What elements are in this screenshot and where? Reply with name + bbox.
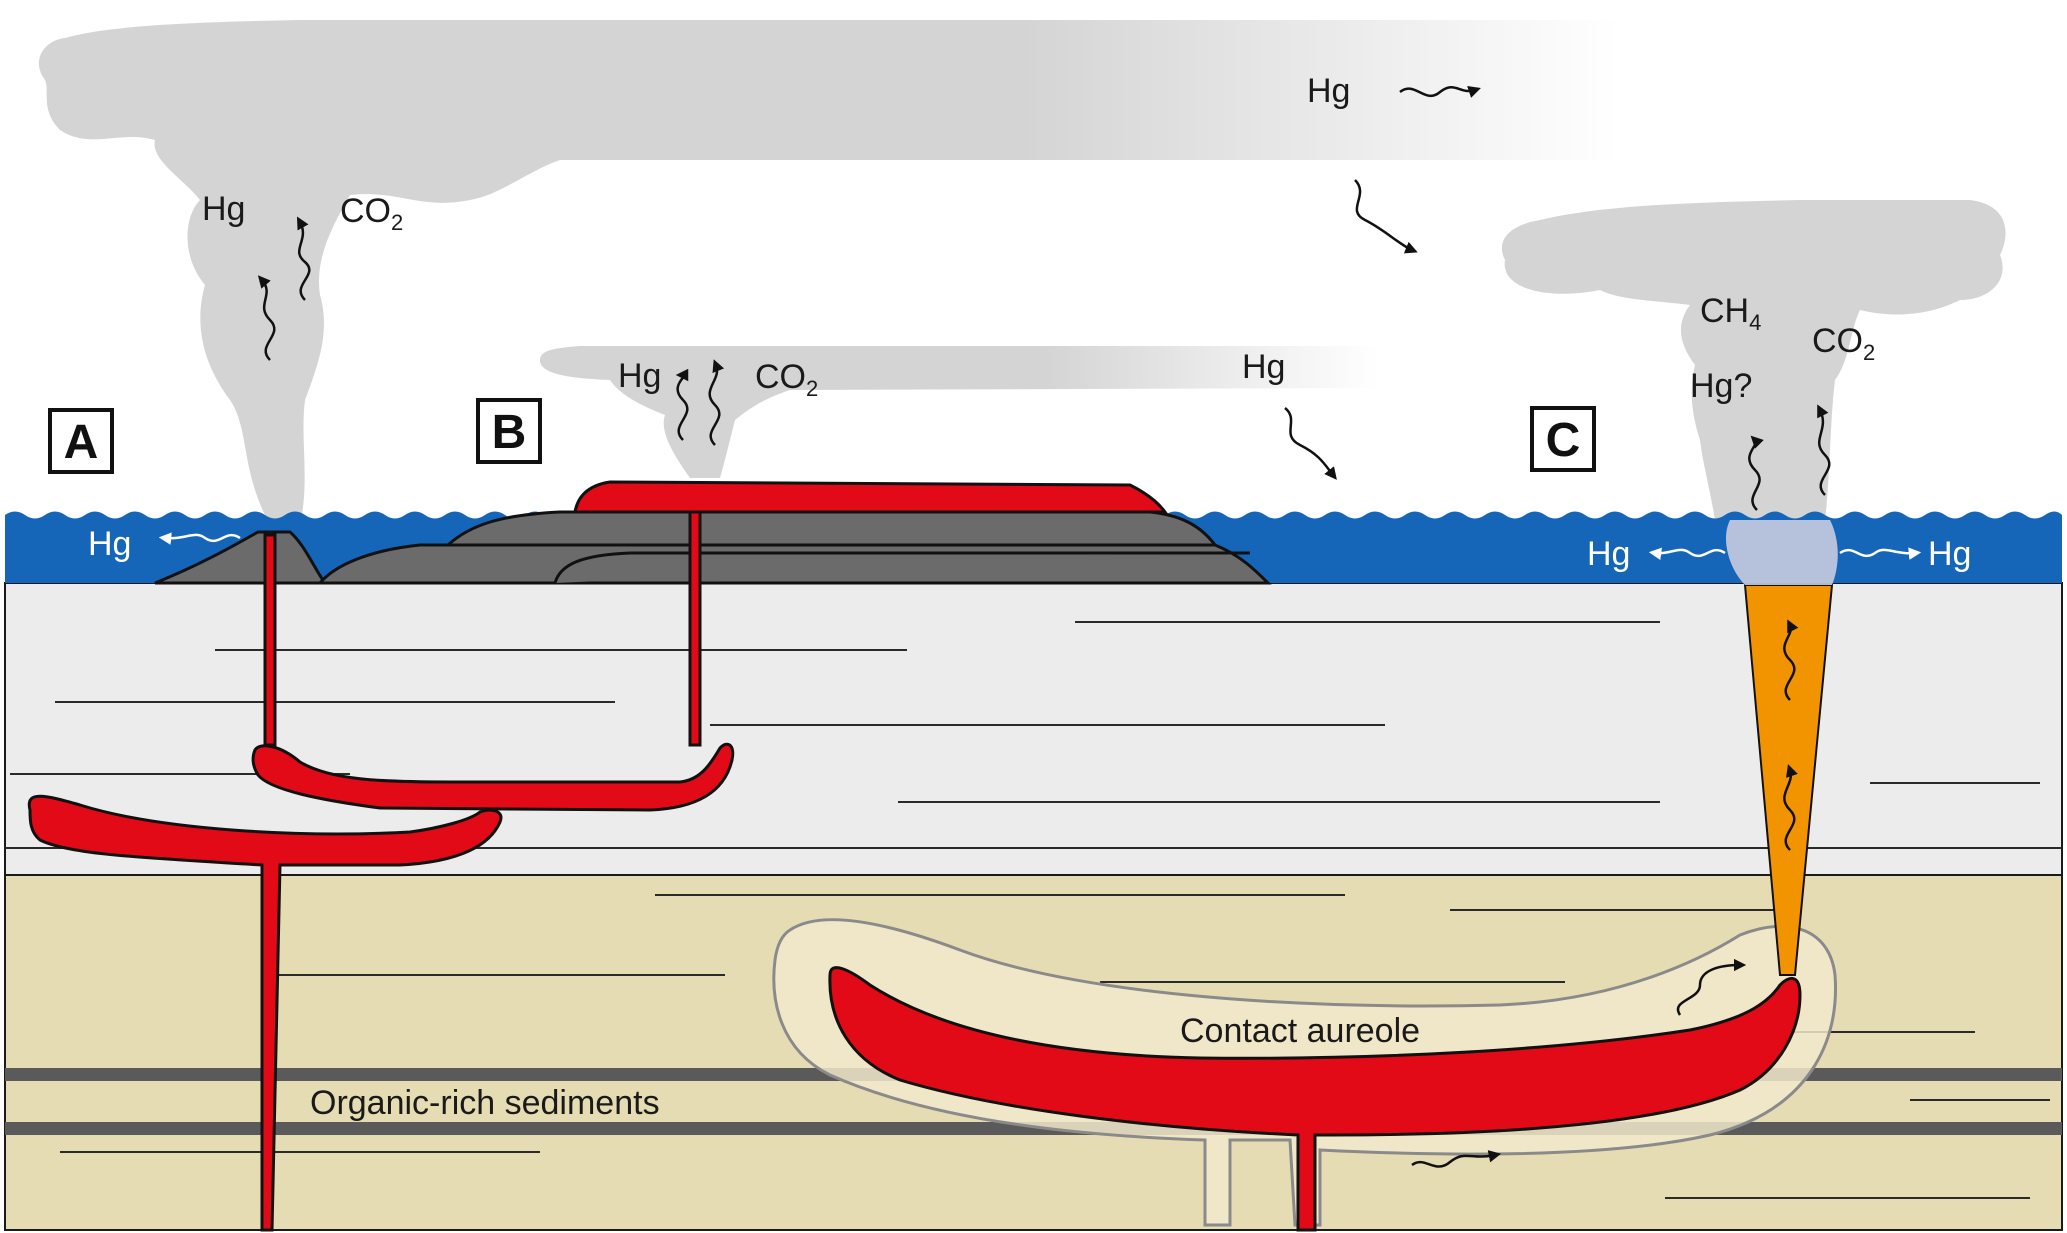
b-drift-hg-label: Hg [1242,348,1285,386]
a-co2-label: CO2 [340,192,403,235]
b-co2-label: CO2 [755,358,818,401]
panel-a-box: A [48,408,114,474]
b-hg-label: Hg [618,357,661,395]
water-emission-arrows [158,532,1922,561]
c-hg-question-label: Hg? [1690,367,1752,405]
plume-a [38,20,1620,525]
organic-rich-label: Organic-rich sediments [310,1084,660,1122]
water-hg-labels: Hg Hg Hg [88,525,1971,573]
water-hg-c-right: Hg [1928,535,1971,573]
panel-label-b: B [492,406,527,459]
panel-b-box: B [476,398,542,464]
vent-steam [1725,520,1838,585]
panel-label-a: A [64,416,99,469]
water-hg-a: Hg [88,525,131,563]
top-hg-label: Hg [1307,72,1350,110]
c-co2-label: CO2 [1812,322,1875,365]
a-hg-label: Hg [202,190,245,228]
volcano-a [154,530,329,585]
gas-labels: Hg CO2 Hg CO2 Hg Hg CH4 CO2 Hg? [202,72,1875,405]
basalt-flows [316,510,1272,585]
magma-system [27,480,1802,1232]
water-hg-c-left: Hg [1587,535,1630,573]
plume-b [540,346,1380,478]
upper-sediment [4,582,2063,876]
plume-c [1501,200,2006,580]
panel-label-c: C [1546,414,1581,467]
emission-arrows [257,86,1831,1168]
strata-lines-lower [60,894,2050,1199]
c-ch4-label: CH4 [1700,292,1761,335]
panel-c-box: C [1530,406,1596,472]
contact-aureole-label: Contact aureole [1180,1012,1420,1050]
